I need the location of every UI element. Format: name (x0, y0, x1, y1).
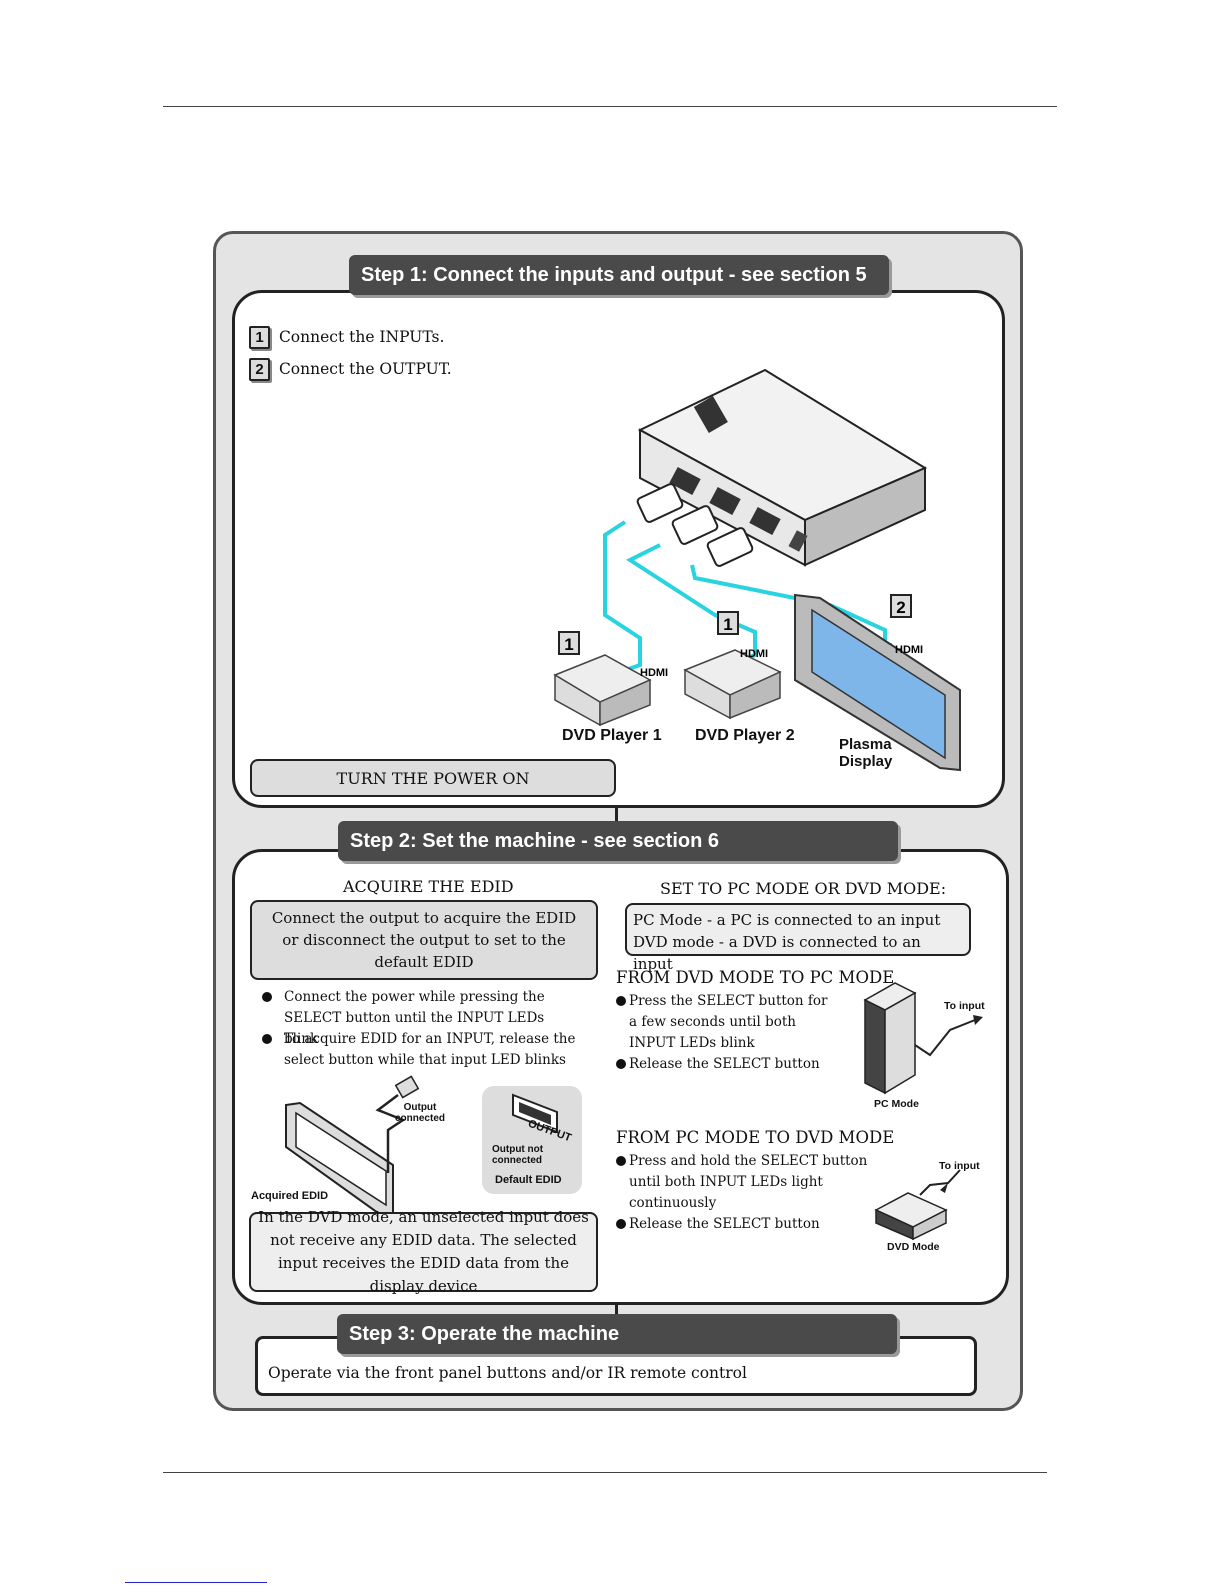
power-on-text: TURN THE POWER ON (336, 768, 530, 788)
instruction-text: Connect the INPUTs. (278, 328, 445, 346)
mode-heading: SET TO PC MODE OR DVD MODE: (660, 879, 947, 898)
callout-2-box (890, 594, 912, 618)
acquire-bullet-2: To acquire EDID for an INPUT, release th… (262, 1029, 582, 1071)
bullet-dot (616, 1156, 626, 1166)
bullet-dot (262, 992, 272, 1002)
switcher-device (637, 368, 928, 567)
plasma-label-line1: Plasma (839, 736, 892, 753)
bottom-rule (163, 1472, 1047, 1473)
top-rule (163, 106, 1057, 107)
output-port-illustration (512, 1093, 558, 1134)
hdmi-label: HDMI (895, 644, 923, 656)
pc-mode-label: PC Mode (874, 1098, 919, 1110)
step2-title: Step 2: Set the machine - see section 6 (350, 829, 720, 852)
power-on-box: TURN THE POWER ON (250, 759, 616, 797)
bullet-dot (616, 996, 626, 1006)
step2-title-bar: Step 2: Set the machine - see section 6 (338, 821, 898, 861)
plasma-display-illustration (794, 593, 961, 772)
dvd-player-1-illustration (553, 654, 652, 727)
dvd-mode-note-box: In the DVD mode, an unselected input doe… (249, 1208, 598, 1295)
dvd-to-pc-heading: FROM DVD MODE TO PC MODE (616, 968, 895, 987)
step3-title: Step 3: Operate the machine (349, 1322, 620, 1345)
pc-to-dvd-heading: FROM PC MODE TO DVD MODE (616, 1128, 895, 1147)
bullet-text: Press the SELECT button for a few second… (629, 993, 828, 1051)
bullet-dot (616, 1059, 626, 1069)
footer-link-underline (125, 1582, 267, 1583)
bullet-text: Release the SELECT button (629, 1216, 820, 1232)
dvd-player-1-label: DVD Player 1 (562, 727, 662, 744)
panel-connector (615, 806, 618, 824)
bullet-dot (262, 1034, 272, 1044)
callout-1-box (558, 631, 580, 655)
dvd-mode-note-text: In the DVD mode, an unselected input doe… (258, 1208, 589, 1295)
dvd-mode-definition: DVD mode - a DVD is connected to an inpu… (633, 933, 921, 973)
bullet-text: Release the SELECT button (629, 1056, 820, 1072)
step1-instruction-2: 2 Connect the OUTPUT. (249, 358, 452, 381)
pc-to-input-label: To input (944, 1000, 985, 1012)
dvd-to-pc-bullet-2: Release the SELECT button (616, 1054, 846, 1075)
acquired-edid-illustration (285, 1075, 420, 1214)
pc-mode-definition: PC Mode - a PC is connected to an input (633, 911, 941, 929)
hdmi-connectors (636, 483, 754, 567)
step-number-badge: 1 (249, 326, 270, 349)
step3-text: Operate via the front panel buttons and/… (268, 1364, 747, 1382)
mode-definitions-box: PC Mode - a PC is connected to an input … (625, 903, 971, 973)
output-not-connected-label: Output not connected (492, 1144, 544, 1166)
acquire-edid-text: Connect the output to acquire the EDID o… (271, 909, 577, 971)
acquire-bullet-1: Connect the power while pressing the SEL… (262, 987, 582, 1050)
bullet-text: Connect the power while pressing the SEL… (284, 989, 545, 1047)
dvd-mode-label: DVD Mode (887, 1241, 940, 1253)
bullet-text: To acquire EDID for an INPUT, release th… (284, 1031, 576, 1068)
dvd-player-2-label: DVD Player 2 (695, 727, 795, 744)
hdmi-label: HDMI (740, 648, 768, 660)
default-edid-label: Default EDID (495, 1174, 562, 1186)
step1-title: Step 1: Connect the inputs and output - … (361, 263, 867, 286)
pc-to-dvd-bullet-1: Press and hold the SELECT button until b… (616, 1151, 876, 1214)
instruction-text: Connect the OUTPUT. (278, 360, 452, 378)
pc-to-dvd-bullet-2: Release the SELECT button (616, 1214, 846, 1235)
callout-1b-label: 1 (723, 615, 732, 634)
plasma-label-line2: Display (839, 753, 893, 770)
pc-tower-illustration (863, 982, 983, 1095)
output-connected-label: Output connected (394, 1102, 445, 1124)
step1-instruction-1: 1 Connect the INPUTs. (249, 326, 444, 349)
dvd-to-input-label: To input (939, 1160, 980, 1172)
dvd-to-pc-bullet-1: Press the SELECT button for a few second… (616, 991, 834, 1054)
callout-2-label: 2 (896, 598, 905, 617)
panel-connector (615, 1302, 618, 1320)
callout-1b-box (717, 611, 739, 635)
step3-title-bar: Step 3: Operate the machine (337, 1314, 897, 1354)
bullet-text: Press and hold the SELECT button until b… (629, 1153, 868, 1211)
acquire-edid-heading: ACQUIRE THE EDID (343, 877, 514, 896)
acquired-edid-label: Acquired EDID (251, 1190, 329, 1202)
step1-title-bar: Step 1: Connect the inputs and output - … (349, 255, 889, 295)
connection-diagram: 1 1 2 HDMI HDMI HDMI (553, 368, 961, 772)
plasma-display-label: Plasma Display (839, 736, 892, 770)
dvd-player-2-illustration (683, 649, 782, 720)
bullet-dot (616, 1219, 626, 1229)
callout-1-label: 1 (564, 635, 573, 654)
acquire-edid-box: Connect the output to acquire the EDID o… (250, 900, 598, 980)
dvd-unit-illustration (874, 1169, 961, 1241)
step-number-badge: 2 (249, 358, 270, 381)
hdmi-label: HDMI (640, 667, 668, 679)
